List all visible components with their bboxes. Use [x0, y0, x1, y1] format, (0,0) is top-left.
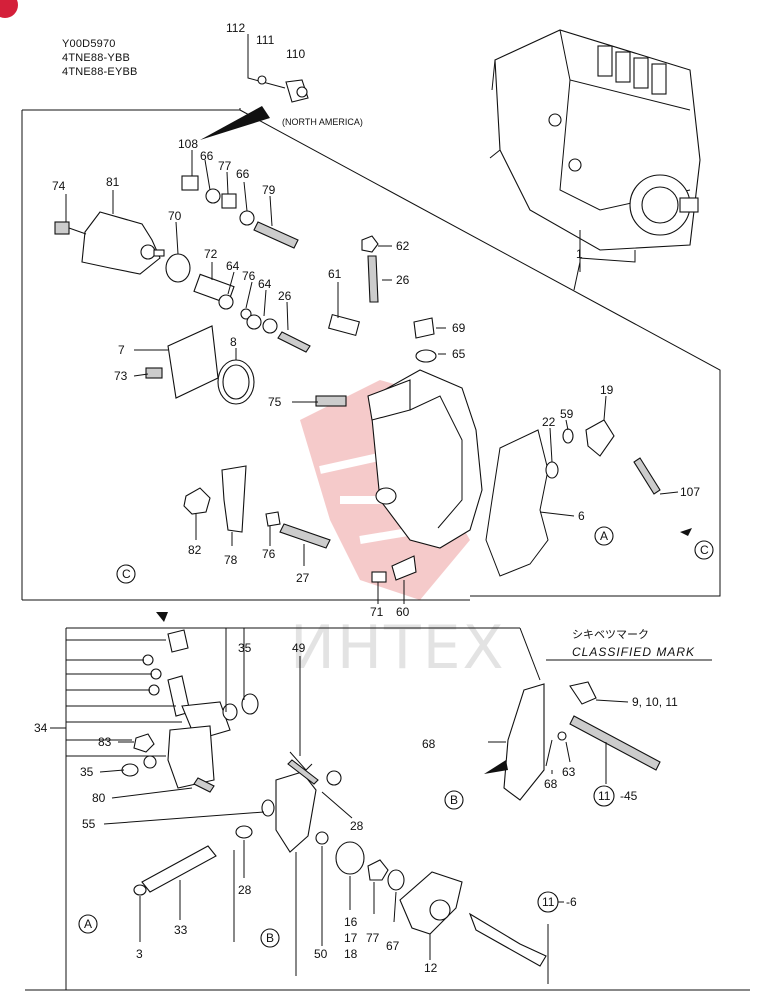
north-america-note: (NORTH AMERICA) [282, 117, 363, 127]
label-35a: 35 [238, 641, 252, 655]
label-6: 6 [578, 509, 585, 523]
label-60: 60 [396, 605, 410, 619]
ref-b-right: B [450, 793, 458, 807]
label-81: 81 [106, 175, 120, 189]
label-76b: 76 [262, 547, 276, 561]
label-73: 73 [114, 369, 128, 383]
label-9-10-11: 9, 10, 11 [632, 695, 678, 709]
corner-badge-icon [0, 0, 18, 18]
label-64a: 64 [226, 259, 240, 273]
label-65: 65 [452, 347, 466, 361]
label-50: 50 [314, 947, 328, 961]
label-34: 34 [34, 721, 48, 735]
ref-a-lower: A [84, 917, 92, 931]
ref-circles [78, 526, 714, 948]
label-17: 17 [344, 931, 358, 945]
model-2: 4TNE88-EYBB [62, 66, 138, 78]
label-63: 63 [562, 765, 576, 779]
label-82: 82 [188, 543, 202, 557]
label-70: 70 [168, 209, 182, 223]
label-68b: 68 [544, 777, 558, 791]
label-22: 22 [542, 415, 556, 429]
label-26b: 26 [396, 273, 410, 287]
label-79: 79 [262, 183, 276, 197]
label-55: 55 [82, 817, 96, 831]
ref-c-lower: C [122, 567, 131, 581]
ref-a-upper: A [600, 529, 608, 543]
label-1: 1 [576, 247, 583, 261]
label-74: 74 [52, 179, 66, 193]
shaft-lower-parts [367, 859, 549, 984]
lever-50 [235, 751, 365, 875]
label-12: 12 [424, 961, 438, 975]
label-18: 18 [344, 947, 358, 961]
label-19: 19 [600, 383, 614, 397]
label-111: 111 [256, 33, 275, 47]
governor-housing [315, 369, 483, 549]
label-66b: 66 [236, 167, 250, 181]
upper-center-parts [327, 235, 437, 363]
label-71: 71 [370, 605, 384, 619]
shaft-33 [133, 845, 217, 896]
label-28a: 28 [350, 819, 364, 833]
label-76a: 76 [242, 269, 256, 283]
label-45: -45 [620, 789, 638, 803]
gasket-6 [485, 429, 549, 577]
label-59: 59 [560, 407, 574, 421]
label-107: 107 [680, 485, 700, 499]
north-america-arrow [200, 106, 270, 140]
label-64b: 64 [258, 277, 272, 291]
watermark-text: ИНТЕХ [290, 613, 506, 683]
leader-lines [50, 150, 712, 976]
solenoid-81 [54, 211, 191, 283]
drawing-code: Y00D5970 [62, 38, 116, 50]
label-67: 67 [386, 939, 400, 953]
label-7: 7 [118, 343, 125, 357]
label-28b: 28 [238, 883, 252, 897]
label-112: 112 [226, 21, 245, 35]
label-61: 61 [328, 267, 342, 281]
cover-7-gasket-8 [145, 325, 255, 405]
lever-68 [503, 681, 661, 801]
governor-lever-assembly [121, 629, 259, 793]
lower-upper-parts [183, 465, 417, 583]
label-69: 69 [452, 321, 466, 335]
classified-mark-jp: シキベツマーク [572, 628, 649, 641]
label-108: 108 [178, 137, 198, 151]
label-33: 33 [174, 923, 188, 937]
label-75: 75 [268, 395, 282, 409]
label-26a: 26 [278, 289, 292, 303]
label-8: 8 [230, 335, 237, 349]
label-35b: 35 [80, 765, 94, 779]
label-11b: 11 [542, 895, 555, 909]
label-66a: 66 [200, 149, 214, 163]
label-49: 49 [292, 641, 306, 655]
label-3: 3 [136, 947, 143, 961]
label-68a: 68 [422, 737, 436, 751]
label-62: 62 [396, 239, 410, 253]
upper-small-parts [181, 175, 311, 353]
label-6b: -6 [566, 895, 577, 909]
upper-frame [21, 108, 721, 601]
label-77a: 77 [218, 159, 232, 173]
ref-b-lower: B [266, 931, 274, 945]
label-80: 80 [92, 791, 106, 805]
label-16: 16 [344, 915, 358, 929]
ref-c-upper: C [700, 543, 709, 557]
injection-pump [489, 29, 701, 291]
lower-frame [25, 627, 750, 991]
part-110-fitting [247, 34, 309, 103]
direction-arrows [156, 528, 692, 774]
stop-lever-19 [545, 419, 661, 495]
classified-mark-en: CLASSIFIED MARK [572, 645, 695, 659]
label-11a: 11 [598, 789, 611, 803]
label-27: 27 [296, 571, 310, 585]
label-83: 83 [98, 735, 112, 749]
label-78: 78 [224, 553, 238, 567]
label-110: 110 [286, 47, 305, 61]
model-1: 4TNE88-YBB [62, 52, 131, 64]
label-77b: 77 [366, 931, 380, 945]
label-72: 72 [204, 247, 218, 261]
